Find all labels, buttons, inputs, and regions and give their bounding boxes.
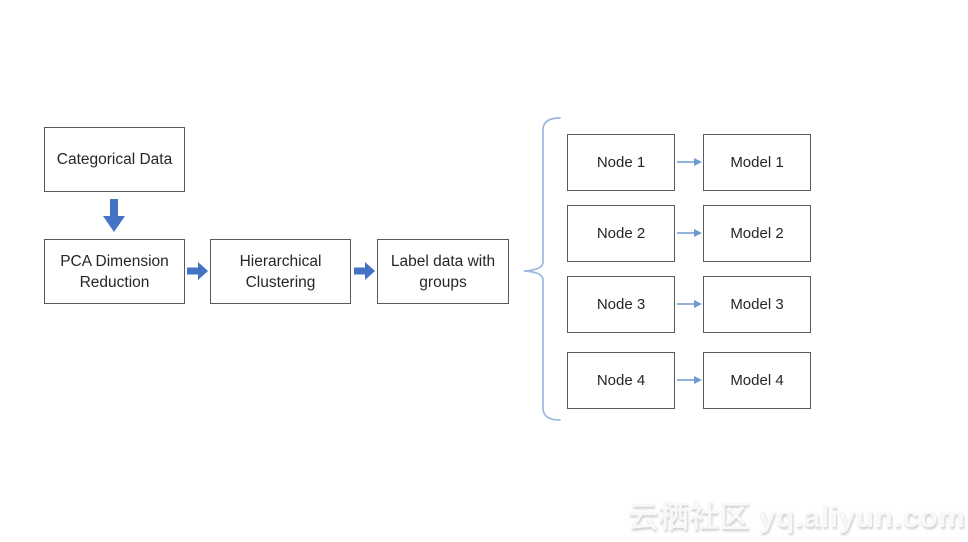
model-box: Model 3 [703, 276, 811, 333]
thin-right-arrow [677, 229, 702, 237]
node-label: Node 2 [596, 225, 646, 242]
watermark-text: 云栖社区 yq.aliyun.com [628, 501, 966, 534]
flow-box-hierarchical-clustering: Hierarchical Clustering [210, 239, 351, 304]
thin-right-arrow [677, 300, 702, 308]
model-box: Model 4 [703, 352, 811, 409]
thin-right-arrow [677, 376, 702, 384]
model-label: Model 1 [730, 154, 784, 171]
thick-right-arrow [354, 262, 375, 280]
thick-right-arrow [187, 262, 208, 280]
flow-box-label: PCA Dimension Reduction [60, 252, 169, 291]
node-box: Node 4 [567, 352, 675, 409]
thin-right-arrow [677, 158, 702, 166]
node-label: Node 1 [596, 154, 646, 171]
node-box: Node 3 [567, 276, 675, 333]
node-label: Node 4 [596, 372, 646, 389]
node-box: Node 1 [567, 134, 675, 191]
left-curly-brace [523, 117, 561, 421]
model-label: Model 4 [730, 372, 784, 389]
flow-box-label: Categorical Data [56, 151, 173, 168]
node-box: Node 2 [567, 205, 675, 262]
flow-box-label-data-with-groups: Label data with groups [377, 239, 509, 304]
model-label: Model 3 [730, 296, 784, 313]
flow-box-categorical-data: Categorical Data [44, 127, 185, 192]
model-box: Model 1 [703, 134, 811, 191]
flow-box-label: Hierarchical Clustering [239, 252, 322, 291]
model-box: Model 2 [703, 205, 811, 262]
thick-down-arrow [103, 199, 125, 232]
node-label: Node 3 [596, 296, 646, 313]
model-label: Model 2 [730, 225, 784, 242]
flow-box-pca-dimension-reduction: PCA Dimension Reduction [44, 239, 185, 304]
flow-box-label: Label data with groups [390, 252, 496, 291]
